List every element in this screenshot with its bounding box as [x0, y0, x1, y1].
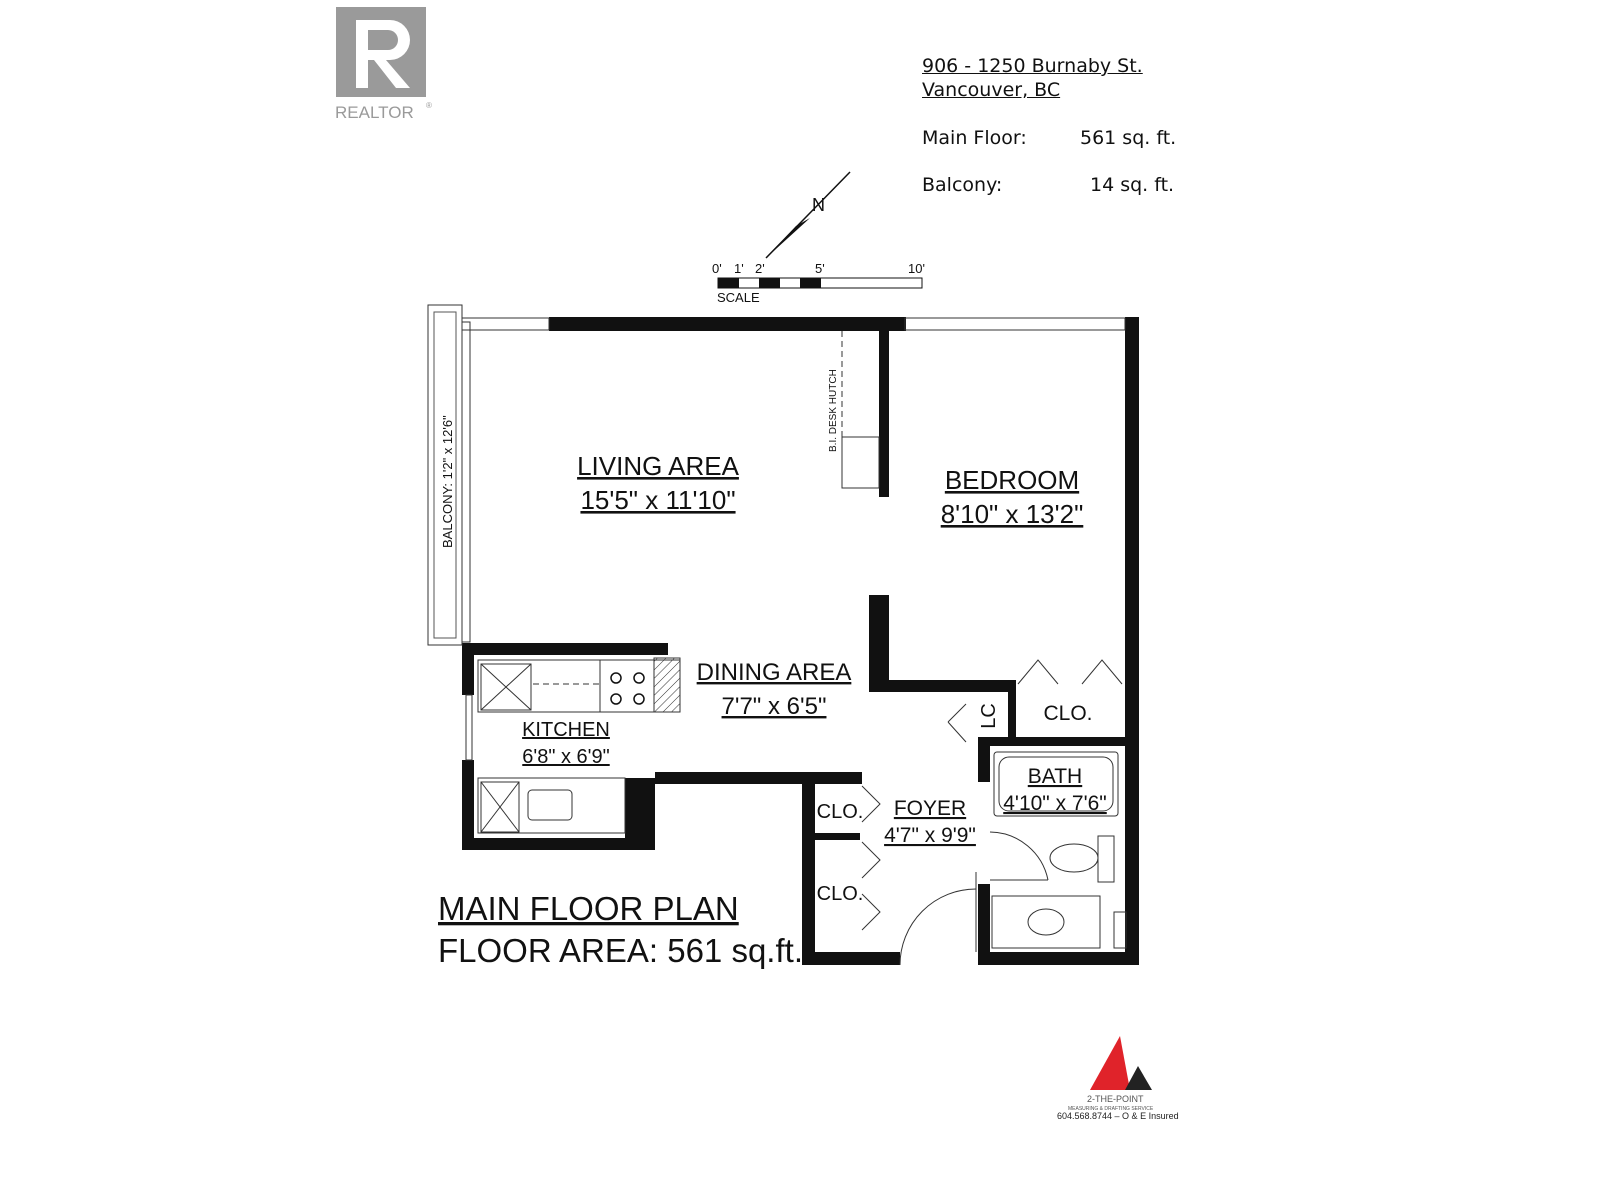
bath-dims: 4'10" x 7'6" [1003, 792, 1107, 815]
closet-label: CLO. [1043, 702, 1092, 725]
scale-tick: 0' [712, 261, 722, 276]
main-floor-label: Main Floor: [922, 127, 1027, 149]
north-arrow-icon: N [765, 171, 851, 259]
stove-burners-icon [610, 672, 645, 705]
scale-tick: 1' [734, 261, 744, 276]
address-line1: 906 - 1250 Burnaby St. [922, 55, 1143, 77]
balcony-label: BALCONY: 1'2" x 12'6" [440, 415, 455, 548]
scale-tick: 2' [755, 261, 765, 276]
balcony: BALCONY: 1'2" x 12'6" [427, 304, 463, 646]
bath-fixtures [991, 751, 1127, 949]
bedroom-dims: 8'10" x 13'2" [941, 499, 1084, 529]
balcony-area-label: Balcony: [922, 174, 1003, 196]
scale-label: SCALE [717, 290, 760, 305]
walls [462, 317, 1139, 965]
footer-service: MEASURING & DRAFTING SERVICE [1068, 1106, 1154, 1112]
desk-hutch-label: B.I. DESK HUTCH [828, 369, 839, 452]
scale-tick: 10' [908, 261, 925, 276]
address-line2: Vancouver, BC [922, 79, 1061, 101]
footer-brand: 2-THE-POINT [1087, 1094, 1144, 1104]
living-area-name: LIVING AREA [577, 451, 739, 481]
main-floor-value: 561 sq. ft. [1080, 127, 1177, 149]
plan-title: MAIN FLOOR PLAN [438, 890, 739, 927]
dining-area-name: DINING AREA [697, 659, 852, 686]
dining-area-dims: 7'7" x 6'5" [722, 693, 827, 720]
floor-area-total: FLOOR AREA: 561 sq.ft. [438, 932, 803, 969]
foyer-name: FOYER [894, 797, 966, 820]
realtor-logo: REALTOR ® [335, 7, 432, 122]
scale-tick: 5' [815, 261, 825, 276]
closet-label: CLO. [817, 883, 864, 905]
kitchen-counters [477, 657, 681, 834]
registered-mark: ® [426, 101, 432, 110]
north-label: N [812, 195, 825, 215]
realtor-logo-text: REALTOR [335, 103, 414, 122]
desk-hutch: B.I. DESK HUTCH [828, 331, 880, 489]
kitchen-name: KITCHEN [522, 719, 610, 741]
bath-name: BATH [1028, 765, 1082, 788]
footer-contact: 604.568.8744 – O & E Insured [1057, 1111, 1179, 1121]
living-area-dims: 15'5" x 11'10" [580, 485, 735, 515]
linen-closet-label: LC [978, 703, 1000, 729]
bedroom-name: BEDROOM [945, 465, 1079, 495]
doors [861, 659, 1123, 966]
foyer-dims: 4'7" x 9'9" [884, 824, 976, 847]
kitchen-dims: 6'8" x 6'9" [522, 746, 609, 768]
2-the-point-logo: 2-THE-POINT MEASURING & DRAFTING SERVICE… [1057, 1036, 1179, 1121]
closet-label: CLO. [817, 801, 864, 823]
balcony-area-value: 14 sq. ft. [1090, 174, 1175, 196]
scale-bar: 0' 1' 2' 5' 10' SCALE [712, 261, 925, 305]
